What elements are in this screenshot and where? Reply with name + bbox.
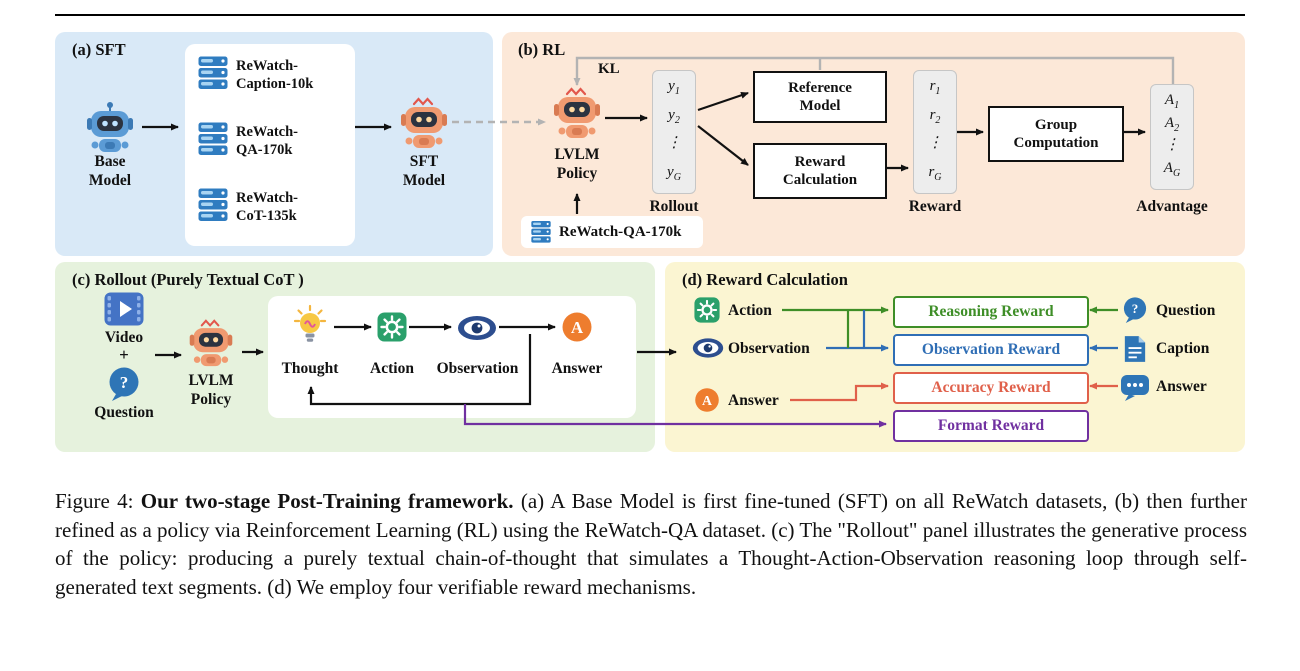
action-gear-icon xyxy=(377,312,407,342)
base-model-label: Base Model xyxy=(88,153,132,189)
plus-sign: + xyxy=(119,345,129,364)
lvlm-policy-robot-icon xyxy=(189,319,233,367)
video-label: Video xyxy=(104,329,144,346)
rewatch-qa-dataset-label: ReWatch-QA-170k xyxy=(559,223,682,240)
sft-model-label: SFT Model xyxy=(402,153,446,189)
dataset-qa-170k-label: ReWatch- QA-170k xyxy=(236,124,299,158)
reference-caption-label: Caption xyxy=(1156,340,1210,357)
caption-document-icon xyxy=(1123,335,1147,363)
observation-step-label: Observation xyxy=(436,360,519,377)
answer-icon xyxy=(562,312,592,342)
reward-caption: Reward xyxy=(908,198,962,215)
database-icon xyxy=(198,56,228,89)
database-icon xyxy=(198,188,228,221)
input-observation-label: Observation xyxy=(728,340,810,357)
panel-c-label: (c) Rollout (Purely Textual CoT ) xyxy=(72,270,304,289)
reference-answer-label: Answer xyxy=(1156,378,1207,395)
caption-bold-title: Our two-stage Post-Training framework. xyxy=(140,489,514,513)
reference-question-label: Question xyxy=(1156,302,1216,319)
accuracy-reward-box: Accuracy Reward xyxy=(893,372,1089,404)
reasoning-reward-box: Reasoning Reward xyxy=(893,296,1089,328)
advantage-caption: Advantage xyxy=(1136,198,1208,215)
base-model-robot-icon xyxy=(87,102,133,152)
observation-reward-box: Observation Reward xyxy=(893,334,1089,366)
reward-values-stack: r1 r2 ⋮ rG xyxy=(913,70,957,194)
thought-lightbulb-icon xyxy=(293,304,327,343)
lvlm-policy-robot-icon xyxy=(554,87,600,138)
video-icon xyxy=(104,292,144,326)
kl-label: KL xyxy=(598,61,620,77)
answer-step-label: Answer xyxy=(551,360,603,377)
caption-prefix: Figure 4: xyxy=(55,489,141,513)
advantage-values-stack: A1 A2 ⋮ AG xyxy=(1150,84,1194,190)
top-rule xyxy=(55,14,1245,16)
caption-body: (a) A Base Model is first fine-tuned (SF… xyxy=(55,489,1247,599)
panel-d-label: (d) Reward Calculation xyxy=(682,270,848,289)
thought-step-label: Thought xyxy=(281,360,339,377)
dataset-caption-10k-label: ReWatch- Caption-10k xyxy=(236,58,314,92)
action-gear-icon xyxy=(694,297,720,323)
panel-b-label: (b) RL xyxy=(518,40,566,59)
figure-caption: Figure 4: Our two-stage Post-Training fr… xyxy=(55,487,1247,601)
observation-eye-icon xyxy=(692,338,724,358)
action-step-label: Action xyxy=(370,360,414,377)
database-icon xyxy=(198,122,228,155)
sft-model-robot-icon xyxy=(401,97,447,148)
dataset-cot-135k-label: ReWatch- CoT-135k xyxy=(236,190,299,224)
input-answer-label: Answer xyxy=(728,392,779,409)
reference-model-box: Reference Model xyxy=(753,71,887,123)
rewatch-qa-dataset-card: ReWatch-QA-170k xyxy=(521,216,703,248)
reward-calculation-box: Reward Calculation xyxy=(753,143,887,199)
question-icon xyxy=(109,367,139,401)
question-label: Question xyxy=(94,404,154,421)
panel-a-label: (a) SFT xyxy=(72,40,126,59)
lvlm-policy-label: LVLM Policy xyxy=(554,146,600,182)
database-icon xyxy=(531,221,551,243)
format-reward-box: Format Reward xyxy=(893,410,1089,442)
lvlm-policy-label: LVLM Policy xyxy=(188,372,234,408)
answer-icon xyxy=(695,388,719,412)
rollout-samples-stack: y1 y2 ⋮ yG xyxy=(652,70,696,194)
observation-eye-icon xyxy=(458,316,496,340)
group-computation-box: Group Computation xyxy=(988,106,1124,162)
question-icon xyxy=(1123,297,1147,323)
answer-bubble-icon xyxy=(1121,375,1149,401)
input-action-label: Action xyxy=(728,302,772,319)
rollout-caption: Rollout xyxy=(649,198,699,215)
